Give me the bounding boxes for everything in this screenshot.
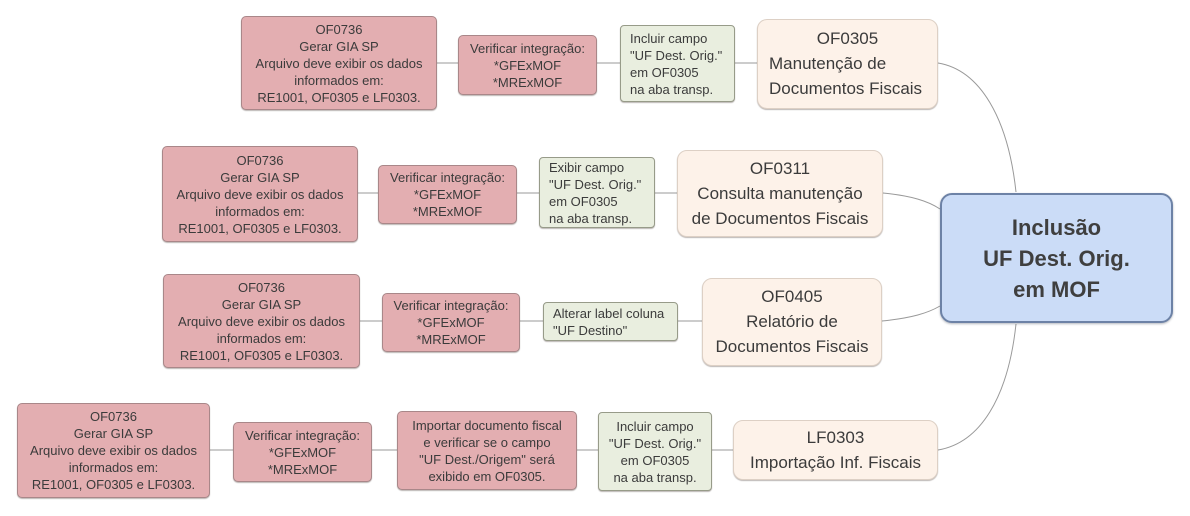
action-node-row3[interactable]: Alterar label coluna "UF Destino" <box>543 302 678 341</box>
program-node-lf0303[interactable]: LF0303 Importação Inf. Fiscais <box>733 420 938 480</box>
root-node-inclusao-uf-mof[interactable]: Inclusão UF Dest. Orig. em MOF <box>940 193 1173 323</box>
program-code: LF0303 <box>806 427 865 447</box>
program-code: OF0311 <box>749 158 811 178</box>
task-node-of0736-row3[interactable]: OF0736 Gerar GIA SP Arquivo deve exibir … <box>163 274 360 368</box>
connector-lf0303-root <box>937 323 1017 451</box>
program-code: OF0305 <box>816 29 879 48</box>
action-node-row4[interactable]: Incluir campo "UF Dest. Orig." em OF0305… <box>598 412 712 491</box>
task-node-of0736-row4[interactable]: OF0736 Gerar GIA SP Arquivo deve exibir … <box>17 403 210 498</box>
action-node-row1[interactable]: Incluir campo "UF Dest. Orig." em OF0305… <box>620 25 735 102</box>
program-name: Consulta manutenção de Documentos Fiscai… <box>691 183 869 228</box>
import-check-node-row4[interactable]: Importar documento fiscal e verificar se… <box>397 411 577 490</box>
action-node-row2[interactable]: Exibir campo "UF Dest. Orig." em OF0305 … <box>539 157 655 228</box>
integration-node-row4[interactable]: Verificar integração: *GFExMOF *MRExMOF <box>233 422 372 482</box>
program-node-of0311[interactable]: OF0311 Consulta manutenção de Documentos… <box>677 150 883 237</box>
integration-node-row2[interactable]: Verificar integração: *GFExMOF *MRExMOF <box>378 165 517 224</box>
program-node-of0405[interactable]: OF0405 Relatório de Documentos Fiscais <box>702 278 882 366</box>
task-node-of0736-row2[interactable]: OF0736 Gerar GIA SP Arquivo deve exibir … <box>162 146 358 242</box>
program-name: Manutenção de Documentos Fiscais <box>769 54 923 98</box>
task-node-of0736-row1[interactable]: OF0736 Gerar GIA SP Arquivo deve exibir … <box>241 16 437 110</box>
program-node-of0305[interactable]: OF0305 Manutenção de Documentos Fiscais <box>757 19 938 109</box>
integration-node-row1[interactable]: Verificar integração: *GFExMOF *MRExMOF <box>458 35 597 95</box>
connector-of0311-root <box>882 192 941 210</box>
program-name: Importação Inf. Fiscais <box>749 452 921 472</box>
connector-of0405-root <box>881 305 941 322</box>
connector-of0305-root <box>937 62 1017 193</box>
program-name: Relatório de Documentos Fiscais <box>715 312 869 356</box>
program-code: OF0405 <box>761 287 823 306</box>
integration-node-row3[interactable]: Verificar integração: *GFExMOF *MRExMOF <box>382 293 520 352</box>
